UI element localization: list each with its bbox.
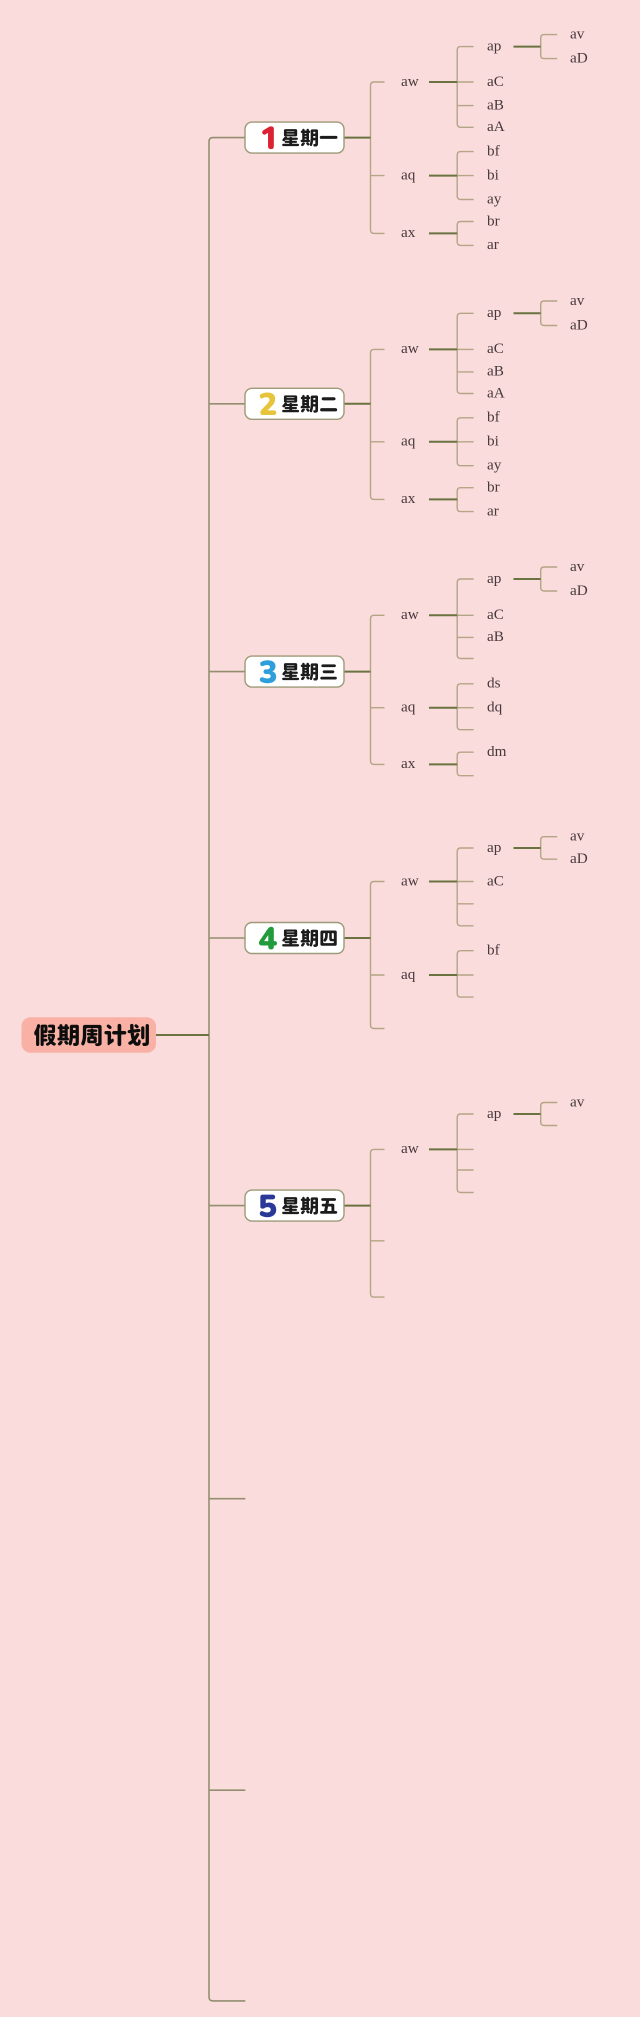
svg-text:aC: aC	[487, 73, 504, 90]
svg-text:aB: aB	[487, 628, 504, 645]
svg-text:ds: ds	[487, 675, 501, 692]
svg-text:ap: ap	[487, 304, 501, 321]
svg-text:br: br	[487, 479, 500, 496]
svg-text:aw: aw	[401, 73, 419, 90]
svg-text:ap: ap	[487, 839, 501, 856]
svg-text:aw: aw	[401, 1140, 419, 1157]
svg-text:bi: bi	[487, 433, 499, 450]
svg-text:ap: ap	[487, 1105, 501, 1122]
svg-text:ax: ax	[401, 755, 416, 772]
svg-text:bi: bi	[487, 166, 499, 183]
svg-text:aq: aq	[401, 166, 416, 183]
svg-text:aq: aq	[401, 966, 416, 983]
svg-text:bf: bf	[487, 942, 501, 959]
svg-text:ay: ay	[487, 190, 502, 207]
svg-text:aw: aw	[401, 340, 419, 357]
svg-text:av: av	[570, 25, 585, 42]
svg-text:bf: bf	[487, 409, 501, 426]
svg-text:aq: aq	[401, 699, 416, 716]
svg-text:aw: aw	[401, 606, 419, 623]
svg-text:ax: ax	[401, 224, 416, 241]
svg-text:ar: ar	[487, 502, 499, 519]
svg-text:dm: dm	[487, 743, 507, 760]
svg-text:br: br	[487, 212, 500, 229]
svg-text:ay: ay	[487, 457, 502, 474]
svg-text:ap: ap	[487, 37, 501, 54]
svg-text:aC: aC	[487, 340, 504, 357]
svg-text:aC: aC	[487, 606, 504, 623]
svg-text:aC: aC	[487, 872, 504, 889]
svg-text:aA: aA	[487, 118, 505, 135]
svg-text:ax: ax	[401, 490, 416, 507]
svg-text:ap: ap	[487, 570, 501, 587]
svg-text:bf: bf	[487, 142, 501, 159]
svg-text:aD: aD	[570, 582, 588, 599]
svg-text:aD: aD	[570, 49, 588, 66]
svg-text:aD: aD	[570, 850, 588, 867]
svg-text:av: av	[570, 292, 585, 309]
svg-text:aA: aA	[487, 384, 505, 401]
svg-text:av: av	[570, 558, 585, 575]
svg-text:aB: aB	[487, 96, 504, 113]
svg-text:aq: aq	[401, 433, 416, 450]
svg-text:aB: aB	[487, 363, 504, 380]
svg-text:aw: aw	[401, 872, 419, 889]
svg-text:ar: ar	[487, 236, 499, 253]
svg-text:av: av	[570, 1093, 585, 1110]
svg-text:dq: dq	[487, 699, 503, 716]
svg-text:av: av	[570, 828, 585, 845]
svg-text:aD: aD	[570, 316, 588, 333]
